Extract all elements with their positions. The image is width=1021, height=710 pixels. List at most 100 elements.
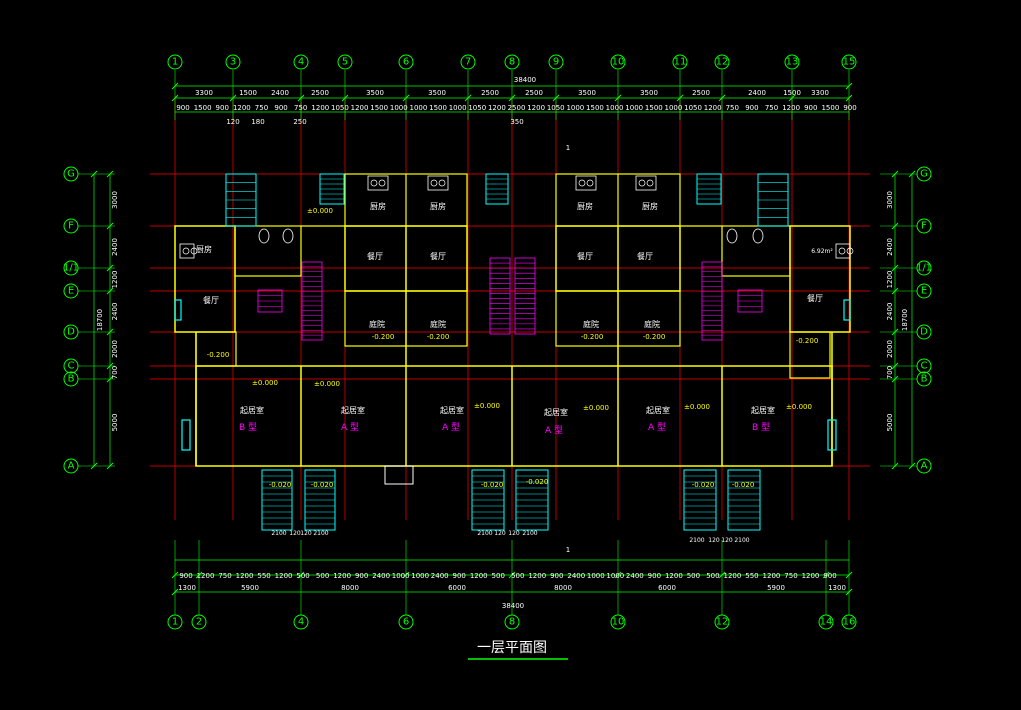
dim-tick [614, 94, 622, 102]
dim-text-bottom-2: 900 [648, 572, 661, 580]
dim-text-bottom-1: 5900 [241, 584, 259, 592]
dim-text-top-2: 1500 [370, 104, 388, 112]
burner [370, 179, 378, 187]
dim-text-bottom-2: 1000 [411, 572, 429, 580]
dim-text-bottom-1: 8000 [341, 584, 359, 592]
room-yard-3: 庭院 [583, 319, 599, 329]
dim-text-top-2: 1200 [351, 104, 369, 112]
elev-13: -0.200 [796, 337, 819, 345]
dim-tick [891, 222, 899, 230]
dim-text-top-2: 1200 [233, 104, 251, 112]
axis-bubble [714, 54, 730, 70]
dim-text-top-2: 1050 [684, 104, 702, 112]
dim-tick [718, 571, 726, 579]
dim-tick [845, 571, 853, 579]
yard-block-2 [555, 290, 681, 347]
dim-text-bottom-1: 1300 [178, 584, 196, 592]
row-label-right: F [921, 221, 927, 232]
dim-text-top-2: 1000 [409, 104, 427, 112]
dim-text-top-1: 2500 [481, 89, 499, 97]
dim-text-top-1: 3300 [811, 89, 829, 97]
living-zone [195, 365, 833, 467]
axis-label-bottom: 14 [820, 617, 833, 628]
burner [190, 247, 198, 255]
burner [430, 179, 438, 187]
dim-text-bottom-2: 750 [218, 572, 231, 580]
dim-tick [106, 264, 114, 272]
dim-text-top-2: 1500 [645, 104, 663, 112]
row-label-left: A [68, 461, 75, 472]
dim-text-top-2: 900 [745, 104, 758, 112]
row-label-left: D [67, 327, 75, 338]
depth-right-dim: 18700 [901, 309, 909, 331]
drawing-title: 一层平面图 [477, 640, 547, 656]
dim-text-bottom-2: 750 [784, 572, 797, 580]
stove [635, 175, 657, 191]
dim-tick [508, 94, 516, 102]
dim-tick [891, 287, 899, 295]
dim-text-bottom-2: 500 [706, 572, 719, 580]
dim-text-bottom-2: 1200 [236, 572, 254, 580]
dim-text-right: 3000 [886, 191, 894, 209]
axis-label-top: 8 [509, 57, 515, 68]
stair-dim-m2: 120 [494, 530, 506, 537]
dim-text-bottom-2: 500 [296, 572, 309, 580]
type-label-b-left: B 型 [239, 422, 257, 433]
dim-text-top-2: 1500 [194, 104, 212, 112]
stair-dim-m4: 2100 [522, 530, 537, 537]
dim-text-top-2: 1050 [331, 104, 349, 112]
row-label-right: E [921, 286, 927, 297]
small-mark-2: 180 [251, 118, 264, 126]
dim-text-left: 3000 [111, 191, 119, 209]
axis-label-bottom: 2 [196, 617, 202, 628]
dim-text-top-2: 1050 [547, 104, 565, 112]
axis-bubble [714, 614, 730, 630]
left-unit [174, 225, 236, 333]
axis-label-top: 12 [716, 57, 729, 68]
dim-text-bottom-1: 1300 [828, 584, 846, 592]
stair-dim-r4: 2100 [734, 537, 749, 544]
room-yard-4: 庭院 [644, 319, 660, 329]
dim-text-top-2: 750 [294, 104, 307, 112]
stair-dim-m3: 120 [508, 530, 520, 537]
dim-text-top-2: 900 [843, 104, 856, 112]
dim-text-right: 5000 [886, 414, 894, 432]
small-mark-4: 350 [510, 118, 523, 126]
dim-tick [508, 571, 516, 579]
toilet [726, 228, 738, 244]
dim-text-bottom-2: 1000 [606, 572, 624, 580]
row-label-left: C [68, 361, 75, 372]
dim-text-top-2: 1000 [625, 104, 643, 112]
dim-tick [891, 375, 899, 383]
dim-tick [788, 94, 796, 102]
row-label-right: G [920, 169, 928, 180]
dim-text-left: 2400 [111, 303, 119, 321]
dim-text-bottom-2: 2400 [567, 572, 585, 580]
window [843, 299, 851, 321]
window [174, 299, 182, 321]
dim-tick [676, 94, 684, 102]
row-label-right: C [921, 361, 928, 372]
dim-tick [718, 94, 726, 102]
row-label-left: F [68, 221, 74, 232]
toilet [258, 228, 270, 244]
dim-tick [106, 222, 114, 230]
dim-tick [297, 94, 305, 102]
dim-text-top-1: 2400 [748, 89, 766, 97]
dim-text-bottom-1: 6000 [658, 584, 676, 592]
dim-text-top-2: 1000 [390, 104, 408, 112]
axis-bubble [167, 614, 183, 630]
fixtures [182, 179, 854, 660]
window [827, 419, 837, 451]
section-mark-top: 1 [566, 144, 570, 152]
dim-tick [106, 375, 114, 383]
room-kitchen-5: 厨房 [196, 244, 212, 254]
dim-text-top-2: 1500 [429, 104, 447, 112]
dim-text-bottom-2: 500 [316, 572, 329, 580]
dim-text-top-2: 1000 [665, 104, 683, 112]
dim-text-top-2: 1200 [311, 104, 329, 112]
dim-text-top-2: 1200 [704, 104, 722, 112]
dim-text-bottom-2: 1200 [763, 572, 781, 580]
axis-bubble [672, 54, 688, 70]
